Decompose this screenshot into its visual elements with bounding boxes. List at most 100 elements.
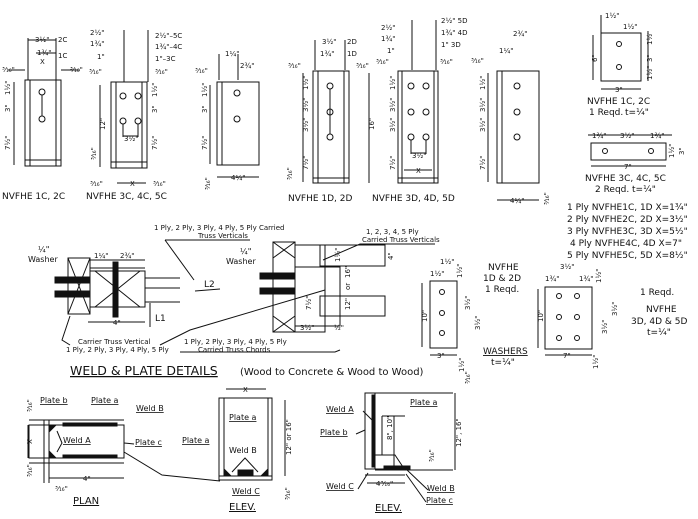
dimension-label: ³⁄₁₆" (428, 449, 436, 462)
dimension-label: 3½" (474, 316, 482, 330)
bolt-hole (407, 82, 415, 90)
dimension-label: 1D (347, 50, 357, 58)
dimension-label: t=¼" (632, 185, 656, 195)
dimension-label: 6" (591, 54, 599, 62)
dimension-label: 1C (58, 52, 67, 60)
dimension-label: 1¾"–4C (155, 43, 182, 51)
dimension-label: 7½" (389, 156, 397, 170)
leader-line (357, 472, 369, 490)
drawing-line (272, 315, 296, 333)
bolt-hole (233, 115, 241, 123)
dimension-label: 1¼" (499, 47, 513, 55)
bolt-hole (422, 108, 430, 116)
dimension-label: 4" (387, 252, 395, 260)
hanger-3c-4c-5c: 3½" 12" 2½" 1¾" 1" 2½"–5C 1¾"–4C 1"–3C ³… (86, 29, 182, 202)
dimension-label: 1½" (430, 270, 444, 278)
drawing-rect (496, 70, 540, 184)
dimension-label: 12", 16" (455, 418, 463, 447)
dimension-label: ³⁄₁₆" (90, 147, 98, 160)
dimension-label: 1½" (201, 83, 209, 97)
leader-line (405, 468, 429, 491)
dimension-label: 3½" (302, 118, 310, 132)
dimension-label: X (243, 386, 248, 394)
section-subtitle: (Wood to Concrete & Wood to Wood) (240, 367, 424, 378)
dimension-label: 1½" (479, 76, 487, 90)
ply-row: 4 Ply NVFHE4C, 4D X=7" (570, 239, 682, 249)
drawing-rect (600, 32, 642, 82)
dimension-label: 16" (344, 266, 352, 278)
dimension-label: Plate c (426, 496, 453, 505)
hanger-d-side-view: 1¼" 2¾" ³⁄₁₆" 1½" 3½" 3½" 7½" 4¼" ³⁄₁₆" (471, 30, 551, 205)
dimension-label: Weld A (63, 436, 91, 445)
dimension-label: 1½" (334, 248, 342, 262)
dimension-label: 2D (347, 38, 357, 46)
dimension-label: 1¾" (545, 275, 559, 283)
bolt-hole (407, 133, 415, 141)
dimension-label: Plate c (135, 438, 162, 447)
dimension-label: 10" (421, 310, 429, 322)
dimension-label: 3½" (300, 324, 314, 332)
dimension-label: 7½" (305, 296, 313, 310)
bolt-hole (602, 148, 608, 154)
leader-line (123, 451, 221, 482)
dimension-label: 7" (624, 163, 632, 171)
dimension-label: 7½" (151, 136, 159, 150)
leader-line (123, 442, 135, 445)
bolt (54, 290, 91, 298)
dimension-label: ½" (334, 324, 344, 332)
dimension-label: X (26, 439, 34, 444)
dimension-label: 4¼" (510, 197, 524, 205)
dimension-label: 2½" (381, 24, 395, 32)
dimension-label: Washer (226, 257, 256, 266)
hanger-1d-2d: 3½" 2D 1¾" 1D ³⁄₁₆" ³⁄₁₆" 1½" 3½" 3½" 7½… (286, 38, 369, 204)
dimension-label: Weld C (326, 482, 354, 491)
dimension-label: t=¼" (491, 358, 515, 368)
dimension-label: X (40, 58, 45, 66)
dimension-label: ³⁄₁₆" (440, 58, 453, 66)
dimension-label: 1½" (4, 81, 12, 95)
dimension-label: 1½" (389, 76, 397, 90)
drawing-rect (317, 70, 345, 184)
hanger-label: NVFHE 1C, 2C (2, 192, 65, 202)
leader-line (362, 410, 373, 421)
dimension-label: Plate a (410, 398, 438, 407)
dimension-label: 2¾" (240, 62, 254, 70)
dimension-label: 7½" (4, 136, 12, 150)
dimension-label: or (344, 283, 352, 290)
bolt-hole (616, 41, 622, 47)
dimension-label: 4³⁄₁₆" (376, 480, 393, 488)
bolt-hole (422, 133, 430, 141)
leader-line (223, 467, 233, 477)
bolt-hole (38, 115, 46, 123)
ply-row: 3 Ply NVFHE3C, 3D X=5½" (567, 227, 688, 237)
washer-plate-1c-2c: 1½" 1½" 6" 1½" 3" 1½" 3" NVFHE 1C, 2C 1 … (587, 12, 654, 118)
dimension-label: 7½" (201, 136, 209, 150)
dimension-label: 2 Reqd. (595, 185, 629, 195)
dimension-label: Plate a (182, 436, 210, 445)
bolt-vertical (112, 261, 119, 318)
dimension-label: 4" (83, 475, 91, 483)
dimension-label: 3½" (464, 296, 472, 310)
dimension-label: ³⁄₁₆" (376, 58, 389, 66)
dimension-label: 1½" (646, 66, 654, 80)
dimension-label: 3½" (35, 36, 49, 44)
dimension-label: 1 Reqd. (589, 108, 623, 118)
dimension-label: 1" 3D (441, 41, 461, 49)
leader-line (164, 239, 250, 281)
dimension-label: PLAN (73, 496, 99, 507)
dimension-label: Plate b (320, 428, 348, 437)
dimension-label: 4" (113, 319, 121, 327)
dimension-label: 4¼" (231, 174, 245, 182)
hanger-1c-2c: 3½" 2C 1¾" 1C X ³⁄₁₆" ³⁄₁₆" 1½" 3" 7½" N… (2, 36, 83, 202)
dimension-label: 1½" (605, 12, 619, 20)
bolt-hole (407, 108, 415, 116)
hanger-label: NVFHE 1D, 2D (288, 194, 352, 204)
dimension-label: 10" (537, 310, 545, 322)
leader-line (231, 457, 259, 473)
connection-section: 1¼" 2¾" 4" ¼" Washer L2 L1 Carrier Truss… (28, 224, 440, 354)
drawing-rect (259, 272, 296, 280)
hanger-label: NVFHE 3D, 4D, 5D (372, 194, 455, 204)
leader-line (259, 467, 269, 477)
dimension-label: 1½" (668, 144, 676, 158)
dimension-label: 1 Ply, 2 Ply, 3 Ply, 4 Ply, 5 Ply (184, 338, 287, 346)
